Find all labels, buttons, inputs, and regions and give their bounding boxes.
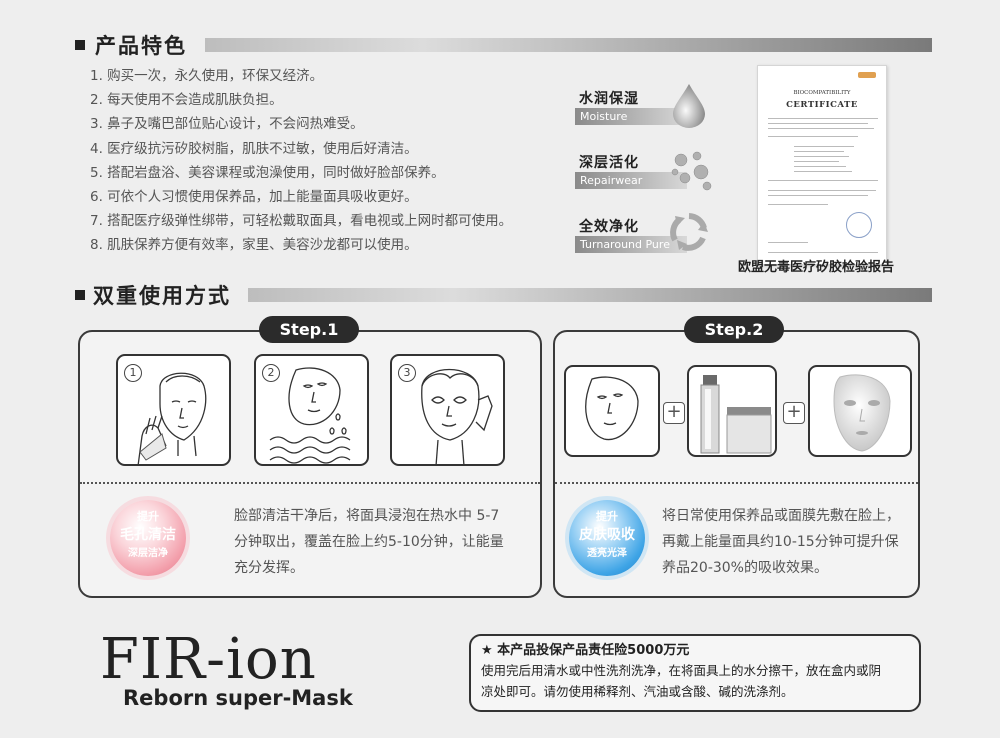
- step2-image-skincare: [687, 365, 777, 457]
- badge-subtitle: Moisture: [575, 108, 687, 125]
- feature-list: 1. 购买一次，永久使用，环保又经济。 2. 每天使用不会造成肌肤负担。 3. …: [90, 64, 512, 258]
- divider-dotted: [555, 482, 918, 484]
- sheet-mask-icon: [585, 376, 639, 441]
- skincare-bottle-icon: [700, 375, 772, 454]
- badge-title: 深层活化: [579, 155, 639, 171]
- step1-image-soak: 2: [254, 354, 369, 466]
- plus-icon: +: [663, 402, 685, 424]
- feature-item: 5. 搭配岩盘浴、美容课程或泡澡使用，同时做好脸部保养。: [90, 164, 445, 181]
- desc-line: 分钟取出，覆盖在脸上约5-10分钟，让能量: [234, 534, 504, 550]
- disc-line1: 提升: [137, 510, 159, 523]
- badge-moisture: 水润保湿 Moisture: [575, 84, 715, 138]
- feature-item: 4. 医疗级抗污矽胶树脂，肌肤不过敏，使用后好清洁。: [90, 140, 418, 157]
- section-header-usage: 双重使用方式: [0, 280, 1000, 310]
- step1-description: 脸部清洁干净后，将面具浸泡在热水中 5-7 分钟取出，覆盖在脸上约5-10分钟，…: [234, 503, 504, 581]
- feature-item: 1. 购买一次，永久使用，环保又经济。: [90, 68, 324, 84]
- certificate-caption: 欧盟无毒医疗矽胶检验报告: [738, 260, 895, 275]
- step1-label: Step.1: [259, 316, 359, 343]
- step2-label: Step.2: [684, 316, 784, 343]
- divider-dotted: [80, 482, 540, 484]
- brand-logo: FIR-ion: [100, 627, 317, 692]
- step1-disc-badge: 提升 毛孔清洁 深层洁净: [110, 500, 186, 576]
- desc-line: 脸部清洁干净后，将面具浸泡在热水中 5-7: [234, 508, 500, 524]
- care-note-box: ★ 本产品投保产品责任险5000万元 使用完后用清水或中性洗剂洗净，在将面具上的…: [469, 634, 921, 712]
- feature-item: 7. 搭配医疗级弹性绑带，可轻松戴取面具，看电视或上网时都可使用。: [90, 213, 513, 230]
- badge-subtitle: Turnaround Pure: [575, 236, 687, 253]
- step-number: 3: [398, 364, 416, 382]
- disc-line3: 深层洁净: [128, 548, 168, 559]
- badge-turnaround-pure: 全效净化 Turnaround Pure: [575, 213, 715, 266]
- badge-title: 水润保湿: [579, 91, 639, 107]
- note-line: 使用完后用清水或中性洗剂洗净，在将面具上的水分擦干，放在盒内或阴: [481, 663, 882, 678]
- certificate-image: BIOCOMPATIBILITY CERTIFICATE: [757, 65, 887, 265]
- certificate-stamp: [846, 212, 872, 238]
- mask-soaking-icon: [269, 367, 351, 464]
- square-bullet-icon: [75, 40, 85, 50]
- white-mask-icon: [833, 374, 891, 452]
- step2-image-energy-mask: [808, 365, 912, 457]
- disc-line3: 透亮光泽: [587, 548, 627, 559]
- desc-line: 养品20-30%的吸收效果。: [662, 560, 828, 576]
- section-title: 双重使用方式: [93, 284, 231, 308]
- step1-panel: 1 2: [78, 330, 542, 598]
- header-gradient-bar: [248, 288, 932, 302]
- certificate-line1: BIOCOMPATIBILITY: [793, 90, 851, 96]
- step2-panel: + + 提升 皮肤吸收 透亮光泽 将日常使用保养品或面膜先敷在脸上， 再戴上能量…: [553, 330, 920, 598]
- step2-disc-badge: 提升 皮肤吸收 透亮光泽: [569, 500, 645, 576]
- step2-image-mask: [564, 365, 660, 457]
- feature-item: 6. 可依个人习惯使用保养品，加上能量面具吸收更好。: [90, 188, 418, 205]
- face-mask-applied-icon: [421, 368, 493, 464]
- square-bullet-icon: [75, 290, 85, 300]
- recycle-icon: [670, 213, 708, 251]
- badge-subtitle: Repairwear: [575, 172, 687, 189]
- section-title: 产品特色: [95, 34, 187, 58]
- water-drop-icon: [673, 84, 705, 128]
- feature-item: 3. 鼻子及嘴巴部位贴心设计，不会闷热难受。: [90, 116, 364, 133]
- step1-image-apply: 3: [390, 354, 505, 466]
- badge-repairwear: 深层活化 Repairwear: [575, 151, 715, 202]
- disc-line1: 提升: [596, 510, 618, 523]
- header-gradient-bar: [205, 38, 932, 52]
- face-washing-icon: [137, 372, 207, 464]
- feature-item: 2. 每天使用不会造成肌肤负担。: [90, 92, 283, 109]
- desc-line: 充分发挥。: [234, 560, 304, 576]
- step-number: 1: [124, 364, 142, 382]
- badge-title: 全效净化: [579, 219, 639, 235]
- desc-line: 再戴上能量面具约10-15分钟可提升保: [662, 534, 899, 550]
- step2-description: 将日常使用保养品或面膜先敷在脸上， 再戴上能量面具约10-15分钟可提升保 养品…: [662, 503, 900, 581]
- desc-line: 将日常使用保养品或面膜先敷在脸上，: [662, 508, 900, 524]
- molecule-icon: [671, 151, 712, 191]
- plus-icon: +: [783, 402, 805, 424]
- certificate-line2: CERTIFICATE: [786, 100, 858, 110]
- note-line: 凉处即可。请勿使用稀释剂、汽油或含酸、碱的洗涤剂。: [481, 684, 794, 699]
- certificate-logo: [858, 72, 876, 78]
- disc-line2: 皮肤吸收: [579, 527, 635, 543]
- feature-item: 8. 肌肤保养方便有效率，家里、美容沙龙都可以使用。: [90, 237, 418, 254]
- note-title: ★ 本产品投保产品责任险5000万元: [481, 643, 690, 658]
- brand-tagline: Reborn super-Mask: [123, 686, 353, 710]
- step-number: 2: [262, 364, 280, 382]
- section-header-features: 产品特色: [0, 30, 1000, 60]
- disc-line2: 毛孔清洁: [120, 527, 176, 543]
- step1-image-wash: 1: [116, 354, 231, 466]
